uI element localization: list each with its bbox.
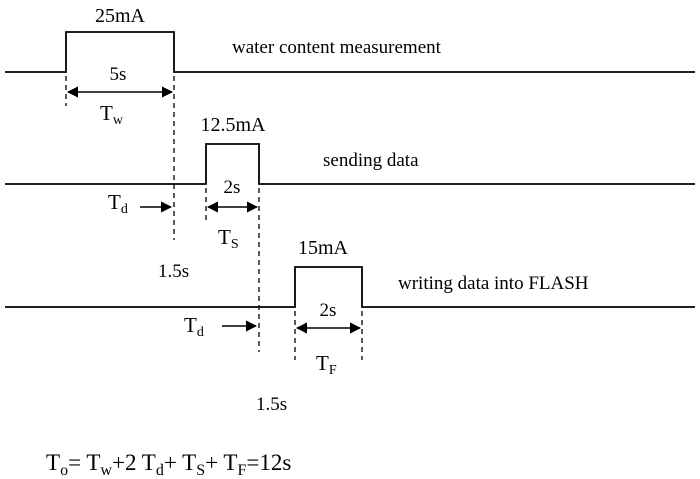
formula-subscript: F <box>237 462 246 479</box>
delay-value-2: 1.5s <box>256 394 287 415</box>
current-label-1: 25mA <box>95 5 146 27</box>
task-writing-flash: 15mA writing data into FLASH 2s TF Td 1.… <box>5 237 695 415</box>
total-time-formula: To= Tw+2 Td+ TS+ TF=12s <box>46 450 291 479</box>
symbol-tf: TF <box>316 351 337 378</box>
formula-subscript: d <box>156 462 164 479</box>
current-label-3: 15mA <box>298 237 349 259</box>
duration-label-2: 2s <box>224 177 241 198</box>
formula-text: = T <box>68 450 100 475</box>
formula-subscript: S <box>196 462 205 479</box>
pulse-waveform-1 <box>5 31 695 73</box>
symbol-tw: Tw <box>100 101 124 128</box>
formula-subscript: w <box>100 462 112 479</box>
symbol-ts: TS <box>218 225 239 252</box>
formula-text: T <box>46 450 60 475</box>
formula-text: +2 T <box>112 450 156 475</box>
formula-text: + T <box>164 450 196 475</box>
task-water-measurement: 25mA water content measurement 5s Tw <box>5 5 695 240</box>
task-label-1: water content measurement <box>232 37 442 58</box>
symbol-td-2: Td <box>184 313 204 340</box>
formula-text: =12s <box>246 450 291 475</box>
pulse-waveform-3 <box>5 266 695 308</box>
delay-value-1: 1.5s <box>158 261 189 282</box>
pulse-waveform-2 <box>5 143 695 185</box>
duration-label-1: 5s <box>110 64 127 85</box>
current-label-2: 12.5mA <box>201 114 267 136</box>
symbol-td-1: Td <box>108 190 128 217</box>
task-sending-data: 12.5mA sending data 2s TS Td 1.5s <box>5 114 695 352</box>
duration-label-3: 2s <box>320 300 337 321</box>
task-label-2: sending data <box>323 150 419 171</box>
task-label-3: writing data into FLASH <box>398 273 589 294</box>
formula-text: + T <box>205 450 237 475</box>
formula-subscript: o <box>60 462 68 479</box>
